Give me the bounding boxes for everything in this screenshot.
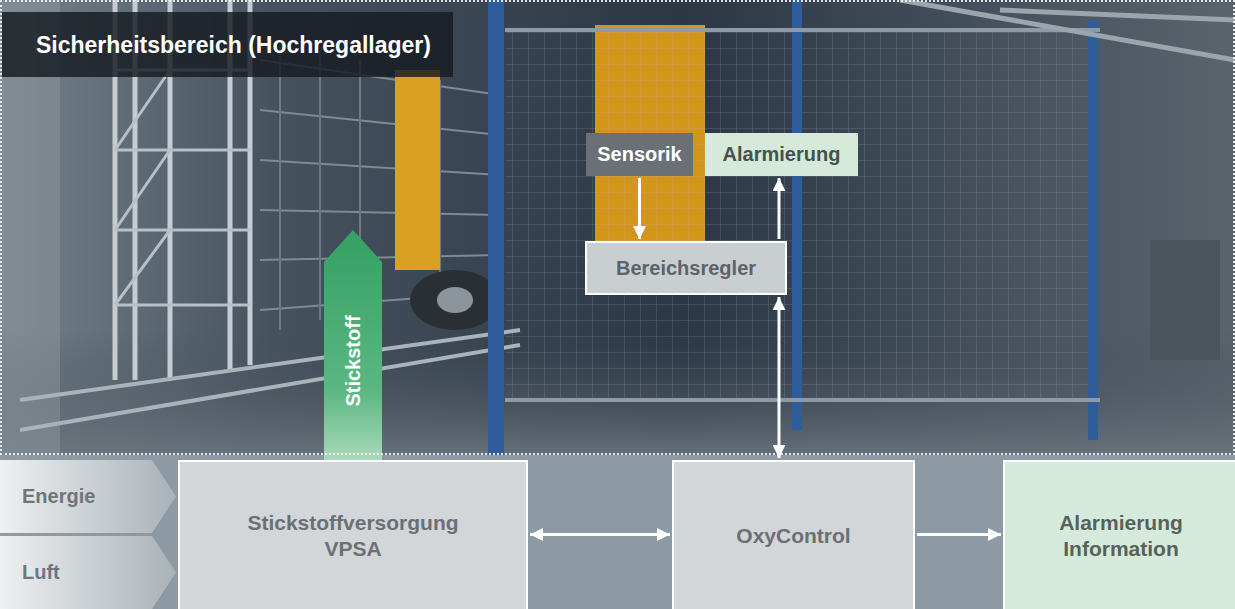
rack-beam <box>115 70 250 305</box>
input-arrow: Energie <box>0 460 176 533</box>
node-label: Bereichsregler <box>616 256 756 281</box>
fence-frame <box>505 30 1100 400</box>
node-label: Energie <box>0 484 95 509</box>
sensor-box: Sensorik <box>586 133 693 176</box>
steel-coil <box>410 270 500 330</box>
connector-arrow <box>530 533 670 536</box>
input-arrow: Luft <box>0 536 176 609</box>
connector-arrow <box>917 533 1001 536</box>
connector-group <box>779 297 780 458</box>
blue-post <box>488 0 504 455</box>
alarm-info-box: Alarmierung Information <box>1003 460 1235 609</box>
controller-box: Bereichsregler <box>585 241 787 295</box>
safety-area: Sicherheitsbereich (Hochregallager) Senso… <box>0 0 1235 455</box>
roof-beam <box>900 0 1235 60</box>
connector-group <box>917 534 1001 535</box>
control-cabinet <box>1150 240 1220 360</box>
chevron-fill <box>0 460 176 533</box>
node-label: Sensorik <box>597 142 681 167</box>
flow-label: Stickstoff <box>342 315 365 406</box>
connector-group <box>324 230 382 460</box>
yellow-panel <box>395 70 440 270</box>
connector-arrow <box>778 178 781 239</box>
control-box: OxyControl <box>672 460 915 609</box>
chevron-fill <box>0 536 176 609</box>
node-label: Stickstoffversorgung VPSA <box>233 510 473 563</box>
connector-arrow <box>778 297 781 458</box>
connector-group <box>779 178 780 239</box>
node-label: Luft <box>0 560 60 585</box>
nitrogen-flow-arrow <box>324 230 382 460</box>
alarm-box: Alarmierung <box>705 133 858 176</box>
node-label: Alarmierung <box>723 142 841 167</box>
edge-label-anchor: Stickstoff <box>353 361 444 384</box>
connector-group <box>530 534 670 535</box>
blue-post <box>792 0 802 430</box>
rail <box>20 330 520 430</box>
node-label: Alarmierung Information <box>1036 510 1206 563</box>
blue-post <box>1088 20 1098 440</box>
area-heading: Sicherheitsbereich (Hochregallager) <box>2 12 453 77</box>
connector-group <box>639 178 640 239</box>
connector-arrow <box>638 178 641 239</box>
node-label: OxyControl <box>736 523 850 549</box>
photo-background <box>0 0 1235 455</box>
steel-coil-core <box>437 287 473 313</box>
supply-box: Stickstoffversorgung VPSA <box>178 460 528 609</box>
